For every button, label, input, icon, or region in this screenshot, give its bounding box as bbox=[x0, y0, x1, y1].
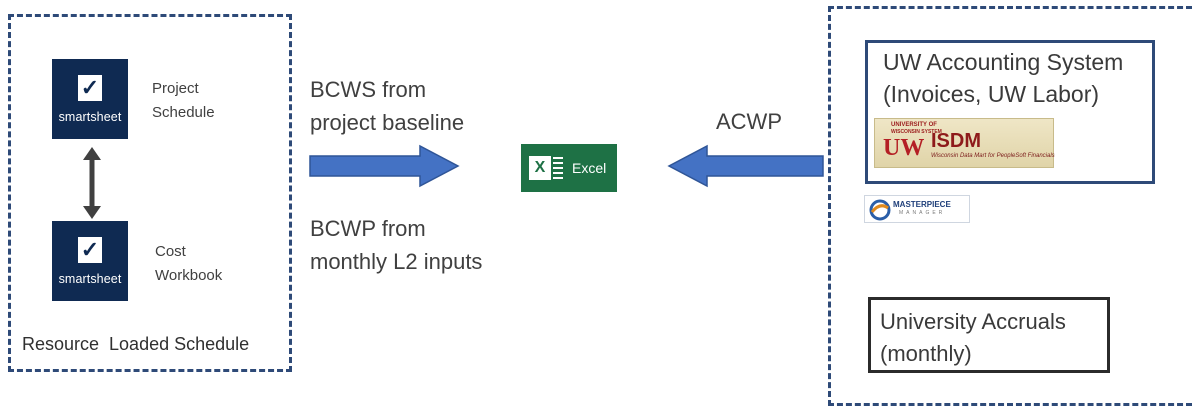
uwisdm-logo-uw: UW bbox=[883, 135, 925, 161]
double-arrow bbox=[83, 147, 101, 219]
excel-label: Excel bbox=[572, 160, 607, 176]
uw-accounting-system-label: UW Accounting System (Invoices, UW Labor… bbox=[883, 49, 1124, 107]
resource-loaded-schedule-caption: Resource Loaded Schedule bbox=[22, 334, 250, 354]
uw-accounting-system-box bbox=[865, 40, 1155, 184]
checkmark-icon: ✓ bbox=[78, 74, 102, 101]
uwisdm-logo-isdm: ISDM bbox=[931, 130, 981, 152]
excel-sheet-lines-icon bbox=[553, 157, 563, 179]
excel-glyph: X bbox=[529, 156, 551, 180]
university-accruals-label: University Accruals (monthly) bbox=[880, 309, 1066, 366]
smartsheet-logo-cost-workbook: ✓ smartsheet bbox=[52, 221, 128, 301]
checkmark-icon: ✓ bbox=[78, 236, 102, 263]
masterpiece-swirl-icon bbox=[869, 199, 891, 221]
university-accruals-box bbox=[868, 297, 1110, 373]
masterpiece-logo: MASTERPIECE MANAGER bbox=[864, 195, 970, 223]
resource-loaded-schedule-group bbox=[8, 14, 292, 372]
excel-icon: X Excel bbox=[521, 144, 617, 192]
cost-workbook-label: Cost Workbook bbox=[155, 243, 223, 284]
acwp-label: ACWP bbox=[716, 109, 782, 134]
accounting-sources-group bbox=[828, 6, 1192, 406]
smartsheet-logo-text: smartsheet bbox=[58, 109, 122, 124]
bcws-label: BCWS from project baseline bbox=[310, 77, 465, 135]
left-arrow bbox=[667, 144, 824, 188]
uwisdm-logo-top: UNIVERSITY OF bbox=[891, 122, 937, 128]
project-schedule-label: Project Schedule bbox=[152, 80, 215, 121]
bcwp-label: BCWP from monthly L2 inputs bbox=[310, 216, 483, 274]
masterpiece-sub: MANAGER bbox=[899, 210, 946, 216]
uwisdm-logo-top2: WISCONSIN SYSTEM bbox=[891, 129, 942, 135]
smartsheet-logo-text: smartsheet bbox=[58, 271, 122, 286]
smartsheet-logo-project-schedule: ✓ smartsheet bbox=[52, 59, 128, 139]
uwisdm-logo-tagline: Wisconsin Data Mart for PeopleSoft Finan… bbox=[931, 153, 1055, 159]
right-arrow bbox=[309, 144, 460, 188]
uwisdm-logo: UNIVERSITY OF WISCONSIN SYSTEM UW ISDM W… bbox=[874, 118, 1055, 168]
masterpiece-word: MASTERPIECE bbox=[893, 200, 951, 209]
